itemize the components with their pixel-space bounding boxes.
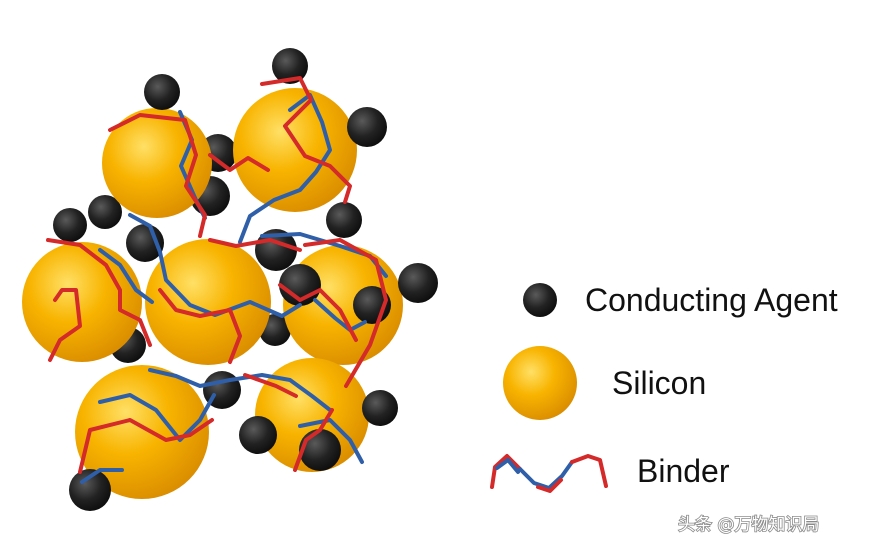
binder-strand-blue (128, 213, 302, 318)
legend-label-binder: Binder (637, 453, 730, 489)
legend-label-silicon: Silicon (612, 365, 706, 401)
binder-chain-icon (490, 454, 608, 493)
legend-item-binder: Binder (490, 453, 730, 493)
binder-strand-blue (313, 298, 367, 332)
conducting-agent-particle (299, 429, 341, 471)
legend-label-conducting-agent: Conducting Agent (585, 282, 838, 318)
conducting-agent-particle (326, 202, 362, 238)
silicon-particle (22, 242, 142, 362)
conducting-agent-particle (88, 195, 122, 229)
binder-network (46, 76, 388, 484)
silicon-particle (255, 358, 369, 472)
binder-strand-red (108, 113, 207, 238)
binder-strand-red (293, 408, 334, 472)
binder-strand-red (243, 373, 298, 398)
conducting-agent-group-front (69, 48, 438, 511)
conducting-agent-particle (53, 208, 87, 242)
particle-cluster (22, 48, 438, 511)
binder-strand-red (48, 288, 82, 362)
binder-strand-red (208, 153, 270, 172)
legend: Conducting Agent Silicon Binder (490, 282, 838, 493)
binder-strand-blue (80, 468, 124, 484)
binder-strand-blue (98, 248, 154, 304)
silicon-particle (102, 108, 212, 218)
binder-strand-red (260, 76, 352, 204)
binder-strand-red (158, 288, 242, 364)
binder-strand-red (303, 238, 388, 388)
binder-strand-blue (238, 93, 332, 244)
binder-strand-red (78, 418, 214, 474)
binder-strand-red (278, 283, 358, 342)
conducting-agent-particle (144, 74, 180, 110)
silicon-sphere-icon (503, 346, 577, 420)
conducting-agent-particle (398, 263, 438, 303)
legend-item-silicon: Silicon (503, 346, 706, 420)
watermark: 头条 @万物知识局 (678, 515, 819, 535)
conducting-agent-particle (347, 107, 387, 147)
binder-strand-blue (148, 368, 332, 412)
conducting-agent-sphere-icon (523, 283, 557, 317)
binder-strand-blue (98, 393, 216, 442)
conducting-agent-particle (272, 48, 308, 84)
legend-item-conducting-agent: Conducting Agent (523, 282, 838, 318)
conducting-agent-particle (239, 416, 277, 454)
binder-strand-red (46, 238, 152, 347)
conducting-agent-particle (69, 469, 111, 511)
silicon-particle (233, 88, 357, 212)
binder-strand-red (208, 238, 302, 252)
binder-strand-blue (298, 418, 364, 464)
conducting-agent-particle (362, 390, 398, 426)
